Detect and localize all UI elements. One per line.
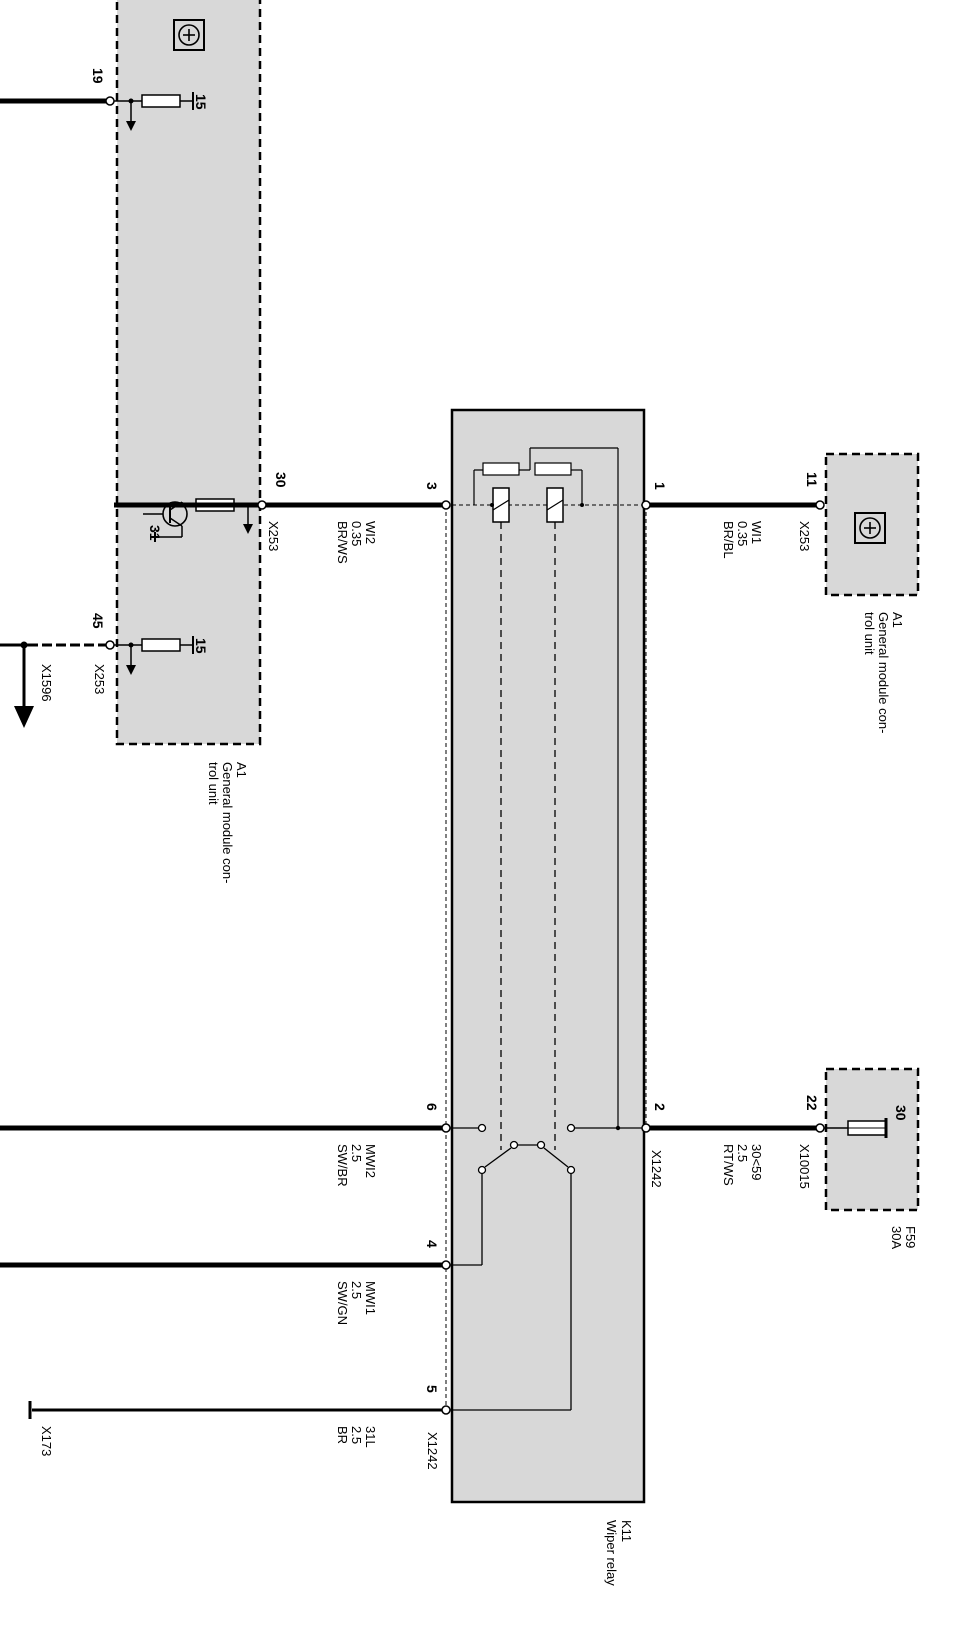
arrow-down-icon (14, 641, 34, 728)
pin-11-label: 11 (804, 472, 820, 487)
wire-mw2-gauge: 2.5 (349, 1144, 364, 1162)
wire-supply-gauge: 2.5 (735, 1144, 750, 1162)
wire-mw2-name: MWI2 (363, 1144, 378, 1178)
connector-x10015: X10015 (797, 1144, 812, 1189)
wire-mw1-color: SW/GN (335, 1281, 350, 1325)
relay-name: Wiper relay (604, 1520, 619, 1586)
connector-x173: X173 (39, 1426, 54, 1456)
resistor-icon (112, 92, 194, 131)
connector-x253-30: X253 (266, 521, 281, 551)
wire-mw2-color: SW/BR (335, 1144, 350, 1187)
pin-45-label: 45 (90, 613, 106, 629)
fuse-f59: 30 F59 30A (824, 1067, 920, 1249)
connector-x253-11: X253 (797, 521, 812, 551)
general-module-right: A1 General module con- trol unit (824, 452, 920, 733)
relay-left-wires: WI2 0.35 BR/WS MWI2 2.5 SW/BR MWI1 2.5 S… (0, 500, 442, 1456)
wire-w1-name: WI1 (749, 521, 764, 544)
module-ref-right: A1 (890, 612, 905, 628)
relay-ref: K11 (619, 1520, 634, 1542)
connector-x1242-5: X1242 (425, 1432, 440, 1470)
wire-g31-gauge: 2.5 (349, 1426, 364, 1444)
fuse-ref: F59 (903, 1226, 918, 1248)
pin-31-label: 31 (147, 525, 163, 541)
wire-w1-color: BR/BL (721, 521, 736, 559)
connector-x1596: X1596 (39, 664, 54, 702)
relay-coil-icon (452, 447, 644, 1150)
relay-switch (446, 1123, 646, 1411)
relay-pin-2: 2 (652, 1103, 668, 1111)
fuse-icon (824, 1118, 888, 1138)
relay-pin-1: 1 (652, 482, 668, 490)
wiper-relay: 3 1 6 2 4 5 X1242 X1242 K11 Wiper relay (424, 408, 668, 1586)
relay-right-wires: WI1 0.35 BR/BL 11 X253 30<59 2.5 RT/WS 2… (650, 472, 825, 1189)
wire-supply-color: RT/WS (721, 1144, 736, 1186)
wire-g31-name: 31L (363, 1426, 378, 1448)
module-name-left-1: General module con- (220, 762, 235, 883)
pin-30-label: 30 (273, 472, 289, 488)
pin-15-bottom-label: 15 (193, 638, 209, 654)
module-name-left-2: trol unit (206, 762, 221, 805)
general-module-left: 19 15 30 31 X253 45 15 X253 X1596 A1 Gen… (39, 0, 289, 883)
wire-supply-name: 30<59 (749, 1144, 764, 1181)
transistor-icon (173, 19, 205, 51)
relay-pin-4: 4 (424, 1240, 440, 1248)
wire-w2-gauge: 0.35 (349, 521, 364, 546)
transistor-icon (854, 512, 886, 544)
fuse-rating: 30A (889, 1226, 904, 1249)
relay-pin-3: 3 (424, 482, 440, 490)
pin-19-label: 19 (90, 68, 106, 84)
pin-15-top-label: 15 (193, 94, 209, 110)
module-name-right-2: trol unit (862, 612, 877, 655)
wire-g31-color: BR (335, 1426, 350, 1444)
wire-mw1-name: MWI1 (363, 1281, 378, 1315)
resistor-icon (112, 636, 194, 675)
module-ref-left: A1 (234, 762, 249, 778)
wire-w2-color: BR/WS (335, 521, 350, 564)
connector-x1242-2: X1242 (649, 1150, 664, 1188)
wire-w2-name: WI2 (363, 521, 378, 544)
module-name-right-1: General module con- (876, 612, 891, 733)
pin-22-label: 22 (804, 1095, 820, 1111)
relay-pin-5: 5 (424, 1385, 440, 1393)
wire-mw1-gauge: 2.5 (349, 1281, 364, 1299)
left-wires (0, 96, 115, 728)
wire-w1-gauge: 0.35 (735, 521, 750, 546)
fuse-terminal-30: 30 (893, 1105, 909, 1121)
connector-x253-45: X253 (92, 664, 107, 694)
relay-pin-6: 6 (424, 1103, 440, 1111)
